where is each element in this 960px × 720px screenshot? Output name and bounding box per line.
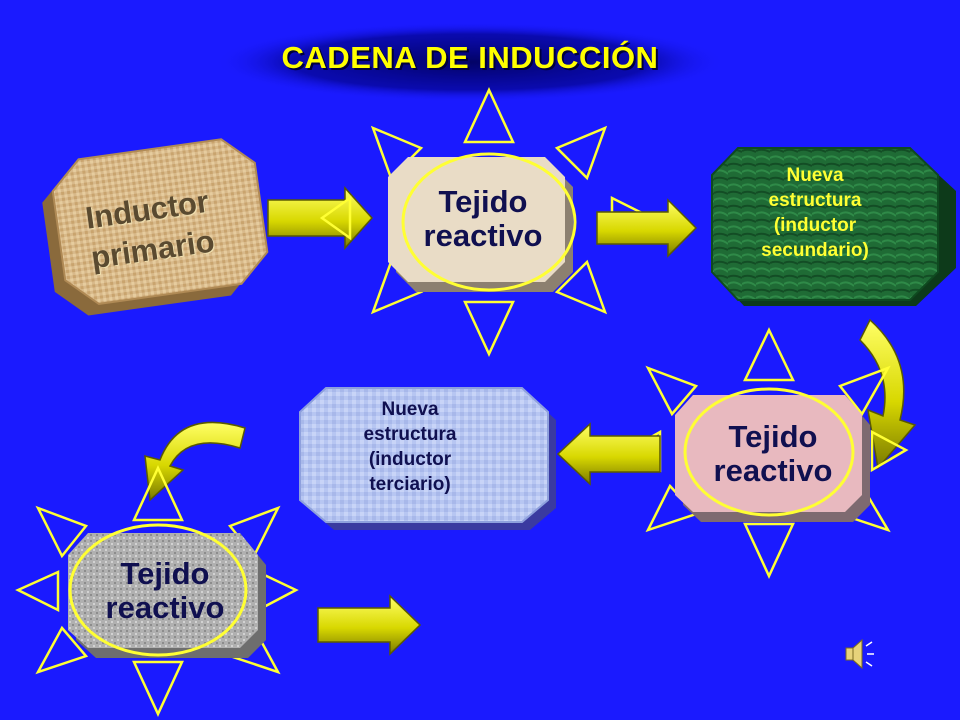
nueva-estructura-terciaria-block	[299, 387, 556, 530]
arrow-4	[317, 594, 422, 656]
ns-line-1: Nueva	[786, 165, 844, 186]
curved-arrow-right	[859, 318, 917, 470]
speaker-icon[interactable]	[845, 638, 874, 670]
tejido-1-line-2: reactivo	[423, 218, 543, 253]
nt-line-1: Nueva	[381, 399, 439, 420]
tejido-1-line-1: Tejido	[438, 184, 528, 219]
tejido-reactivo-label-2: Tejido reactivo	[683, 420, 863, 488]
tejido-3-line-1: Tejido	[120, 556, 210, 591]
arrow-2	[596, 198, 698, 258]
tejido-2-line-1: Tejido	[728, 419, 818, 454]
title-glow	[215, 22, 725, 102]
curved-arrow-left	[144, 421, 246, 502]
inductor-primario-block	[42, 138, 269, 316]
tejido-reactivo-label-1: Tejido reactivo	[398, 185, 568, 253]
nueva-estructura-secundaria-block	[711, 147, 956, 306]
tejido-block-1	[388, 152, 577, 292]
tejido-block-3	[68, 523, 266, 658]
ns-line-2: estructura	[768, 190, 862, 211]
tejido-block-2	[675, 387, 870, 522]
nt-line-2: estructura	[363, 424, 457, 445]
page-title: CADENA DE INDUCCIÓN	[281, 40, 659, 75]
arrow-3	[556, 422, 661, 486]
tejido-3-line-2: reactivo	[105, 590, 225, 625]
nueva-estructura-terciaria-label: Nueva estructura (inductor terciario)	[300, 397, 520, 497]
tejido-2-line-2: reactivo	[713, 453, 833, 488]
ns-line-3: (inductor	[773, 215, 857, 236]
tejido-reactivo-label-3: Tejido reactivo	[70, 557, 260, 625]
nt-line-4: terciario)	[369, 474, 451, 495]
nt-line-3: (inductor	[368, 449, 452, 470]
nueva-estructura-secundaria-label: Nueva estructura (inductor secundario)	[700, 163, 930, 263]
ns-line-4: secundario)	[761, 240, 869, 261]
